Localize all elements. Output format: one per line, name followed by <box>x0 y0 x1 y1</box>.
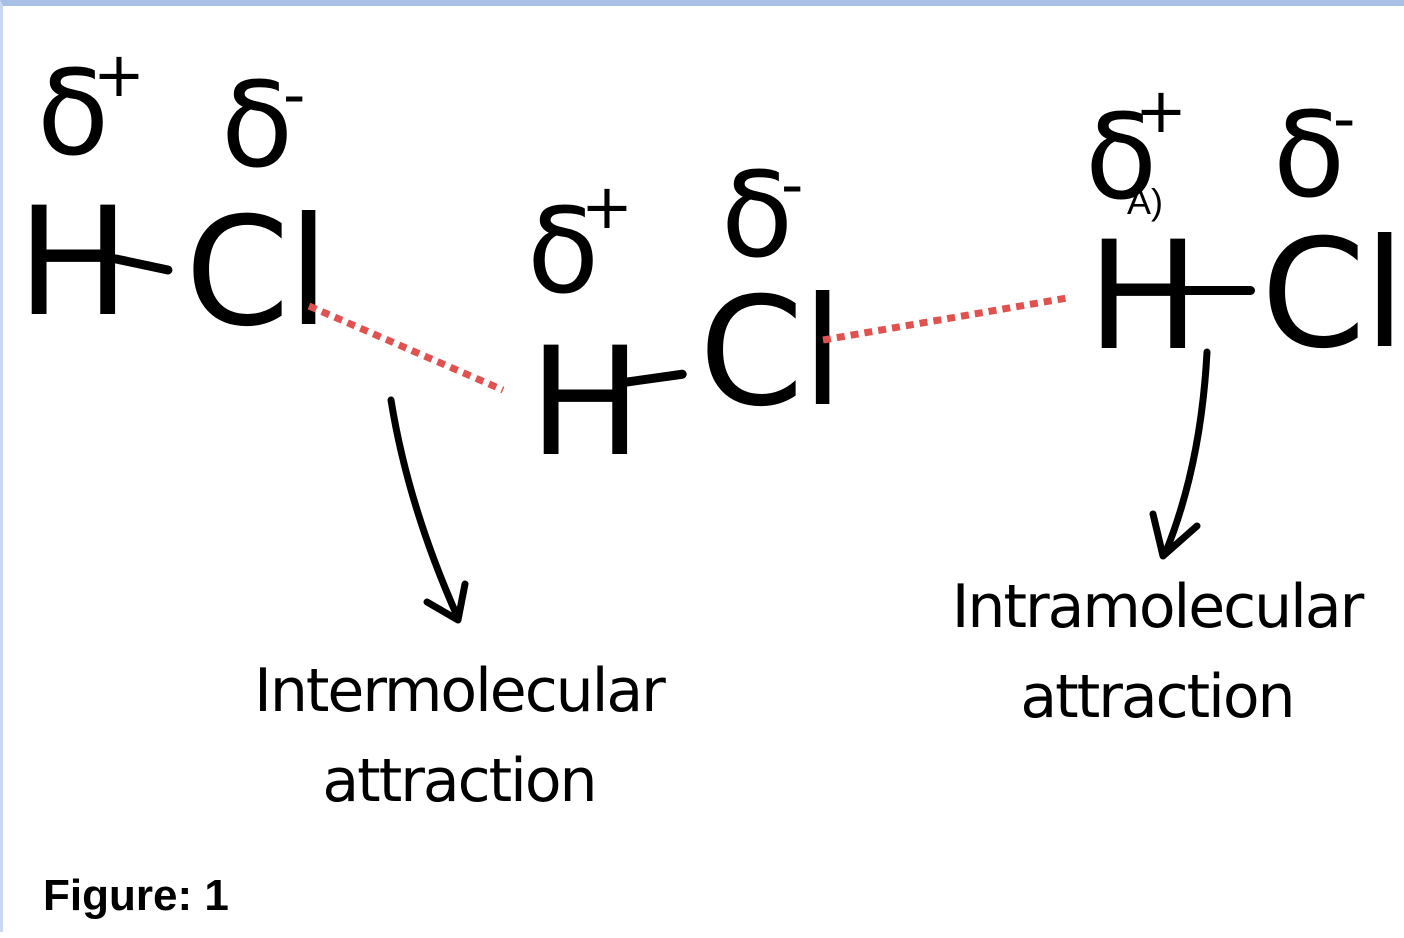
intermolecular-arrow-head <box>423 580 469 624</box>
left-h-atom: H <box>17 176 130 350</box>
intramolecular-arrow-shaft <box>1161 348 1211 558</box>
middle-cl-delta: δ <box>721 146 794 284</box>
intermolecular-label-line1: Intermolecular <box>254 656 666 726</box>
intermolecular-dash-right <box>822 294 1068 344</box>
right-h-delta: δ <box>1085 88 1158 226</box>
middle-h-atom: H <box>529 316 642 490</box>
intermolecular-label: Intermolecular attraction <box>249 646 669 826</box>
middle-cl-sign: - <box>781 148 804 221</box>
intermolecular-dash-left <box>307 302 505 394</box>
middle-h-delta: δ <box>527 182 600 320</box>
right-cl-sign: - <box>1333 82 1356 155</box>
figure-caption: Figure: 1 <box>43 871 229 920</box>
right-cl-atom: Cl <box>1261 208 1404 382</box>
left-cl-delta: δ <box>221 56 294 194</box>
right-h-sign: + <box>1135 74 1187 147</box>
intermolecular-label-line2: attraction <box>322 746 597 816</box>
option-marker: A) <box>1127 181 1163 222</box>
right-h-atom: H <box>1087 210 1200 384</box>
intramolecular-label-line2: attraction <box>1020 662 1295 732</box>
intramolecular-arrow-head <box>1149 510 1201 560</box>
left-h-delta: δ <box>37 44 110 182</box>
left-h-sign: + <box>93 38 145 111</box>
intramolecular-label-line1: Intramolecular <box>951 572 1365 642</box>
left-cl-atom: Cl <box>185 186 329 360</box>
left-cl-sign: - <box>283 58 306 131</box>
right-covalent-bond <box>1175 286 1255 295</box>
middle-h-sign: + <box>581 170 633 243</box>
intramolecular-label: Intramolecular attraction <box>947 562 1367 742</box>
intermolecular-arrow-shaft <box>387 396 462 622</box>
attraction-overlay <box>307 294 1211 624</box>
middle-cl-atom: Cl <box>699 266 843 440</box>
right-cl-delta: δ <box>1273 86 1346 224</box>
